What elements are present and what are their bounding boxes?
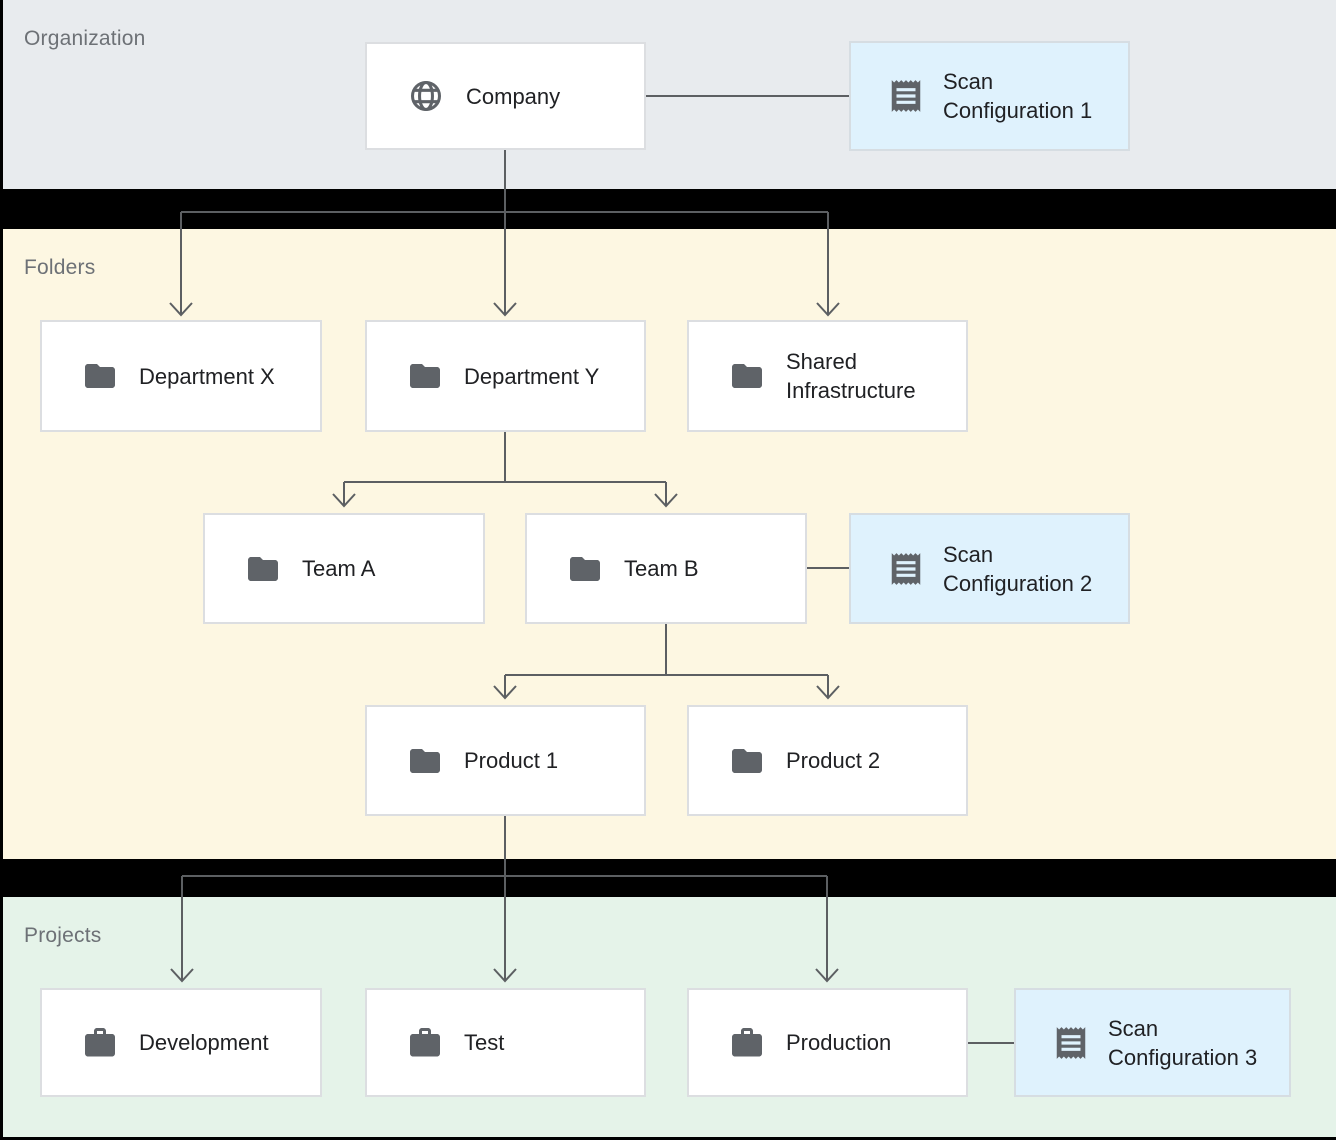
node-label: Shared Infrastructure	[786, 349, 916, 403]
receipt-icon	[1052, 1024, 1090, 1062]
node-product-1: Product 1	[365, 705, 646, 816]
briefcase-icon	[407, 1025, 443, 1061]
node-company: Company	[365, 42, 646, 150]
node-development: Development	[40, 988, 322, 1097]
node-team-b: Team B	[525, 513, 807, 624]
node-product-2: Product 2	[687, 705, 968, 816]
folder-icon	[407, 358, 443, 394]
node-production: Production	[687, 988, 968, 1097]
receipt-icon	[887, 550, 925, 588]
projects-section-label: Projects	[24, 924, 102, 947]
briefcase-icon	[82, 1025, 118, 1061]
node-label: Scan Configuration 3	[1108, 1015, 1258, 1070]
node-department-y: Department Y	[365, 320, 646, 432]
receipt-icon	[887, 77, 925, 115]
folder-icon	[245, 551, 281, 587]
organization-section: Organization	[3, 0, 1336, 189]
node-label: Department X	[139, 363, 275, 389]
node-team-a: Team A	[203, 513, 485, 624]
node-label: Team B	[624, 556, 699, 581]
node-label: Product 1	[464, 748, 559, 773]
node-scan-configuration-3: Scan Configuration 3	[1014, 988, 1291, 1097]
node-test: Test	[365, 988, 646, 1097]
briefcase-icon	[729, 1025, 765, 1061]
node-department-x: Department X	[40, 320, 322, 432]
folder-icon	[407, 743, 443, 779]
node-label: Product 2	[786, 748, 881, 773]
globe-icon	[407, 77, 445, 115]
node-scan-configuration-2: Scan Configuration 2	[849, 513, 1130, 624]
node-label: Company	[466, 83, 561, 109]
folder-icon	[729, 743, 765, 779]
node-shared-infrastructure: Shared Infrastructure	[687, 320, 968, 432]
folder-icon	[82, 358, 118, 394]
node-label: Test	[464, 1030, 505, 1055]
folders-section-label: Folders	[24, 256, 96, 279]
node-label: Production	[786, 1030, 892, 1055]
node-label: Scan Configuration 1	[943, 69, 1093, 123]
node-label: Department Y	[464, 363, 600, 389]
node-label: Development	[139, 1030, 269, 1055]
node-label: Team A	[302, 556, 376, 581]
folder-icon	[729, 358, 765, 394]
folder-icon	[567, 551, 603, 587]
node-label: Scan Configuration 2	[943, 541, 1093, 596]
organization-section-label: Organization	[24, 27, 146, 50]
node-scan-configuration-1: Scan Configuration 1	[849, 41, 1130, 151]
